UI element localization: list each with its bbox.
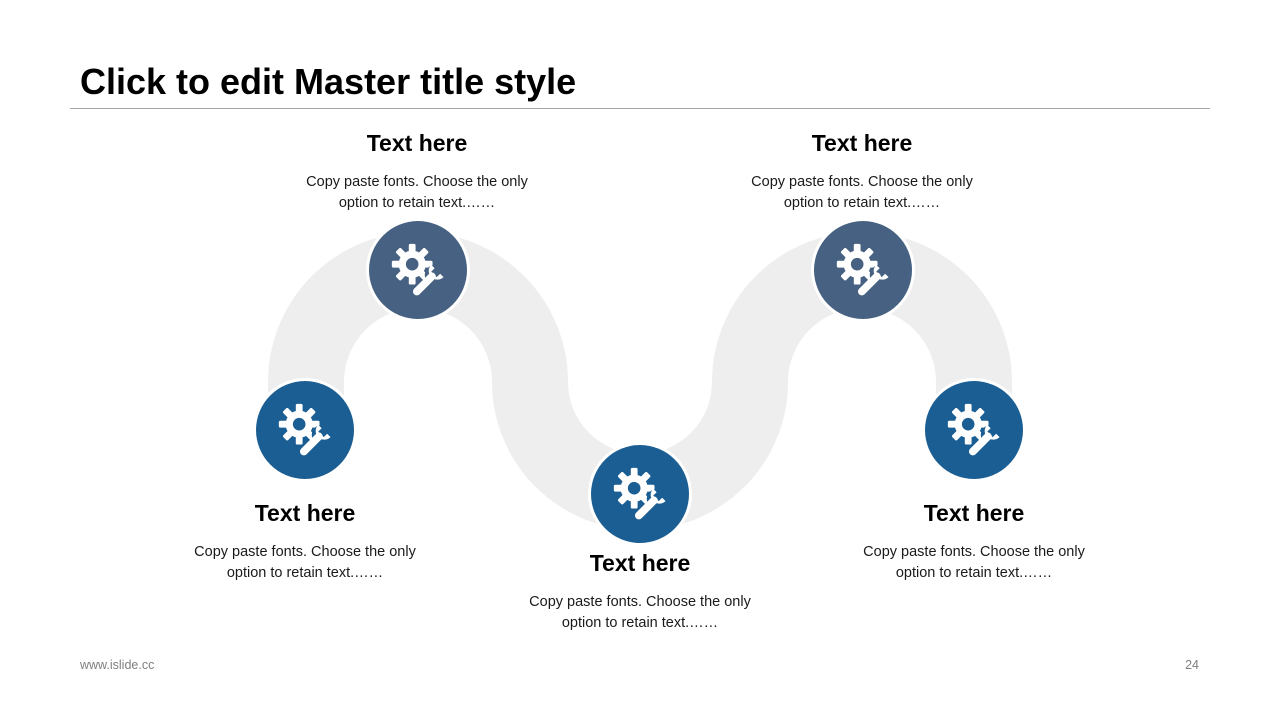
step-4-heading[interactable]: Text here	[811, 130, 913, 156]
step-3-node[interactable]	[591, 445, 689, 543]
step-1-heading[interactable]: Text here	[254, 500, 356, 526]
gear-wrench-icon	[391, 243, 445, 296]
step-1-node[interactable]	[256, 381, 354, 479]
step-4-text: Text here Copy paste fonts. Choose the o…	[732, 129, 992, 214]
step-1-desc-line2: option to retain text.……	[226, 565, 384, 581]
step-1-description[interactable]: Copy paste fonts. Choose the only option…	[175, 542, 435, 584]
step-3-desc-line2: option to retain text.……	[561, 615, 719, 631]
step-4-node[interactable]	[814, 221, 912, 319]
step-4-desc-line1: Copy paste fonts. Choose the only	[751, 174, 973, 190]
step-2-text: Text here Copy paste fonts. Choose the o…	[287, 129, 547, 214]
step-5-desc-line2: option to retain text.……	[895, 565, 1053, 581]
title-divider	[70, 108, 1210, 109]
step-5-node[interactable]	[925, 381, 1023, 479]
gear-wrench-icon	[278, 403, 332, 456]
step-5-description[interactable]: Copy paste fonts. Choose the only option…	[844, 542, 1104, 584]
step-3-text: Text here Copy paste fonts. Choose the o…	[510, 549, 770, 634]
step-1-text: Text here Copy paste fonts. Choose the o…	[175, 499, 435, 584]
step-4-desc-line2: option to retain text.……	[783, 195, 941, 211]
gear-wrench-icon	[947, 403, 1001, 456]
step-2-node[interactable]	[369, 221, 467, 319]
page-number: 24	[1185, 658, 1199, 672]
step-3-desc-line1: Copy paste fonts. Choose the only	[529, 594, 751, 610]
step-1-desc-line1: Copy paste fonts. Choose the only	[194, 544, 416, 560]
step-5-heading[interactable]: Text here	[923, 500, 1025, 526]
step-2-description[interactable]: Copy paste fonts. Choose the only option…	[287, 172, 547, 214]
step-3-heading[interactable]: Text here	[589, 550, 691, 576]
step-4-description[interactable]: Copy paste fonts. Choose the only option…	[732, 172, 992, 214]
slide-title[interactable]: Click to edit Master title style	[80, 61, 577, 102]
step-2-heading[interactable]: Text here	[366, 130, 468, 156]
gear-wrench-icon	[836, 243, 890, 296]
step-2-desc-line2: option to retain text.……	[338, 195, 496, 211]
step-5-text: Text here Copy paste fonts. Choose the o…	[844, 499, 1104, 584]
step-2-desc-line1: Copy paste fonts. Choose the only	[306, 174, 528, 190]
gear-wrench-icon	[613, 467, 667, 520]
step-5-desc-line1: Copy paste fonts. Choose the only	[863, 544, 1085, 560]
footer-url: www.islide.cc	[80, 658, 155, 672]
step-3-description[interactable]: Copy paste fonts. Choose the only option…	[510, 592, 770, 634]
